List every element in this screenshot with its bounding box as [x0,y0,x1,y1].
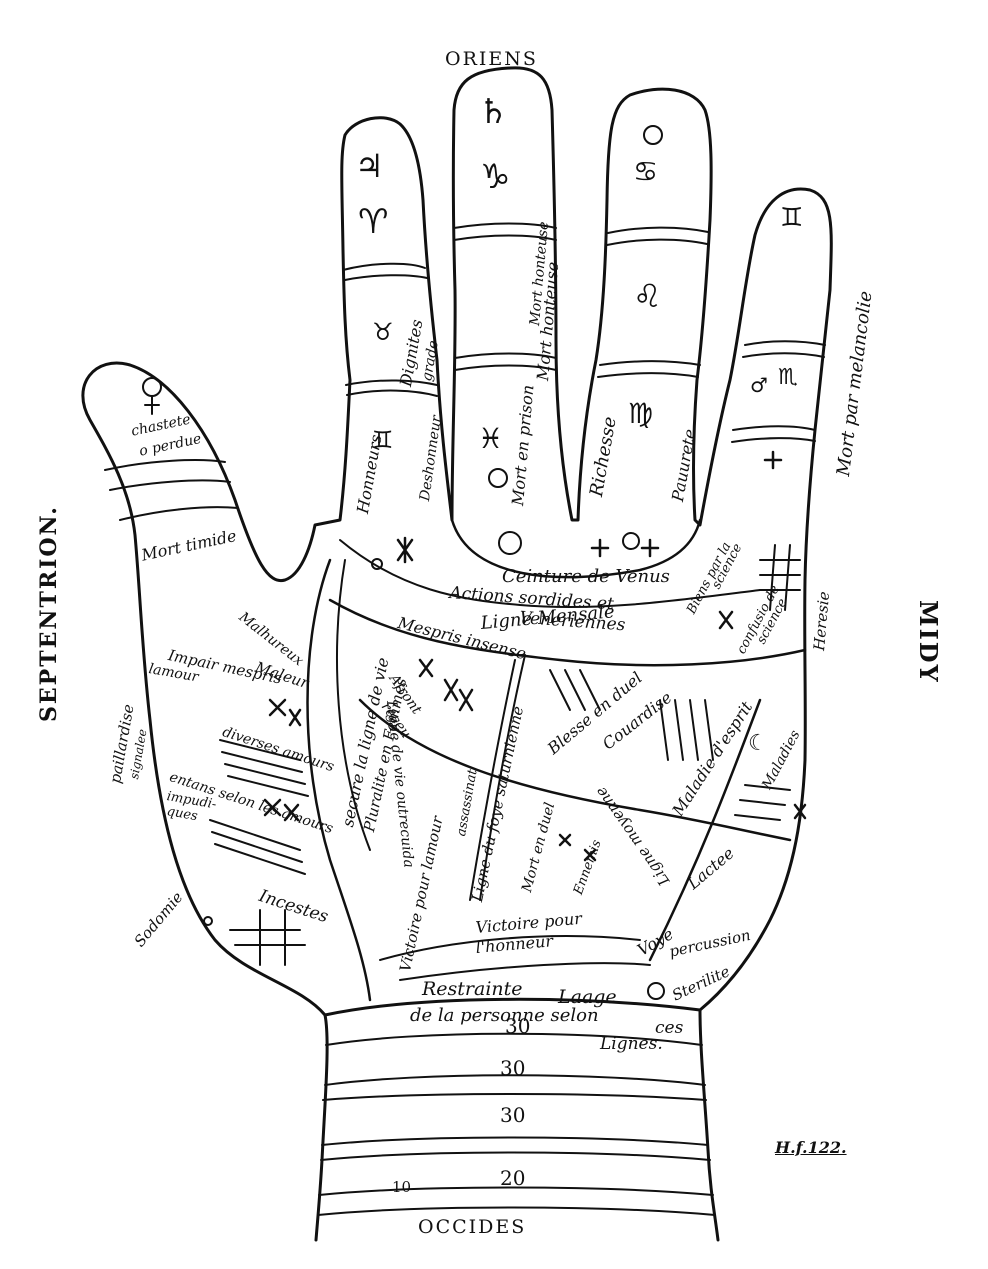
pisces-icon: ♓ [478,422,504,455]
gemini-icon: ♊ [372,426,394,454]
age-20: 20 [500,1166,526,1190]
label-de-la-personne: de la personne selon [410,1005,599,1026]
head-line [358,698,792,842]
mars-icon: ♂ [750,373,768,397]
bracelet-lines [323,997,702,1017]
fate-line [479,654,526,901]
girdle-of-venus [450,518,702,579]
age-30-third: 30 [500,1103,526,1127]
virgo-icon: ♍ [628,397,654,430]
heading-east: ORIENS [445,48,538,70]
heart-line [328,598,807,667]
label-lignes: Lignes. [600,1034,663,1054]
label-ceinture-venus: Ceinture de Venus [502,566,670,587]
jupiter-icon: ♃ [355,147,384,185]
age-10: 10 [392,1178,412,1196]
label-ces: ces [655,1018,684,1038]
age-30-second: 30 [500,1056,526,1080]
heading-west: OCCIDES [418,1216,527,1238]
taurus-icon: ♉ [372,318,394,346]
age-30-first: 30 [505,1014,531,1038]
gemini-small-icon: ♊ [780,203,804,233]
plate-signature: H.f.122. [775,1138,847,1157]
saturn-icon: ♄ [478,92,509,132]
label-laage: Laage [558,986,617,1008]
hand-outline [81,66,833,1017]
leo-icon: ♌ [633,277,662,315]
life-line [306,558,372,1002]
heading-south: MIDY [914,600,943,684]
heading-north: SEPTENTRION. [36,505,62,722]
wrist-outline [314,1013,329,1242]
label-restrainte: Restrainte [422,978,523,1000]
capricorn-icon: ♑ [480,157,511,197]
cancer-icon: ♋ [633,155,659,188]
scorpio-icon: ♏ [778,365,798,390]
moon-icon: ☾ [748,731,768,756]
aries-icon: ♈ [358,202,389,242]
